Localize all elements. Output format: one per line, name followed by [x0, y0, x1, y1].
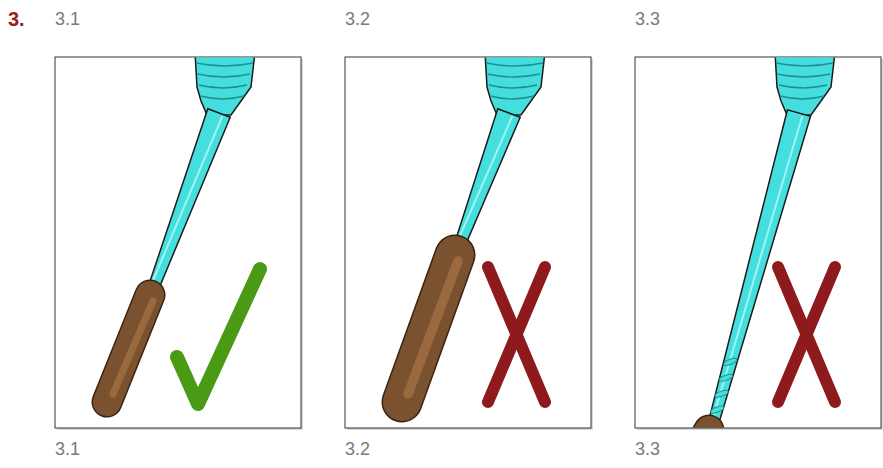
panel-number: 3.1: [55, 10, 80, 28]
instrument-handle: [775, 58, 835, 116]
handle-rib: [776, 63, 833, 66]
handle-rib: [196, 63, 253, 66]
handle-rib: [199, 85, 247, 88]
shaft-highlight: [152, 117, 222, 283]
handle-rib: [198, 74, 251, 77]
instrument-shaft: [706, 110, 810, 428]
panel-frame: [55, 57, 301, 428]
panel-3: [635, 52, 883, 457]
handle-rib: [491, 96, 535, 99]
handle-rib: [489, 85, 537, 88]
panel-number: 3.3: [635, 10, 660, 28]
instrument-shaft: [452, 109, 520, 254]
instrument-handle: [195, 58, 255, 116]
panel-1: [55, 52, 303, 430]
handle-rib: [486, 63, 543, 66]
tip-rib: [714, 389, 729, 398]
shaft-highlight: [459, 117, 512, 238]
tip-rib: [710, 405, 725, 414]
cross-mark: [778, 267, 835, 402]
panel-frame: [345, 57, 591, 428]
handle-rib: [781, 96, 825, 99]
handle-rib: [488, 74, 541, 77]
figure-number: 3.: [8, 9, 25, 29]
panel-caption: 3.1: [55, 440, 80, 458]
tip-rib: [723, 357, 738, 366]
instrument-handle: [485, 58, 545, 116]
cross-mark: [778, 267, 835, 402]
panel-caption: 3.2: [345, 440, 370, 458]
cross-mark: [488, 267, 545, 402]
deposit-highlight: [408, 261, 458, 394]
handle-rib: [201, 96, 245, 99]
deposit-highlight: [113, 301, 153, 394]
check-mark: [177, 269, 260, 404]
handle-rib: [778, 74, 831, 77]
instrument-shaft: [145, 109, 230, 299]
handle-rib: [779, 85, 827, 88]
cross-mark: [488, 267, 545, 402]
panel-2: [345, 52, 593, 430]
tip-rib: [719, 373, 734, 382]
panel-number: 3.2: [345, 10, 370, 28]
panel-caption: 3.3: [635, 440, 660, 458]
